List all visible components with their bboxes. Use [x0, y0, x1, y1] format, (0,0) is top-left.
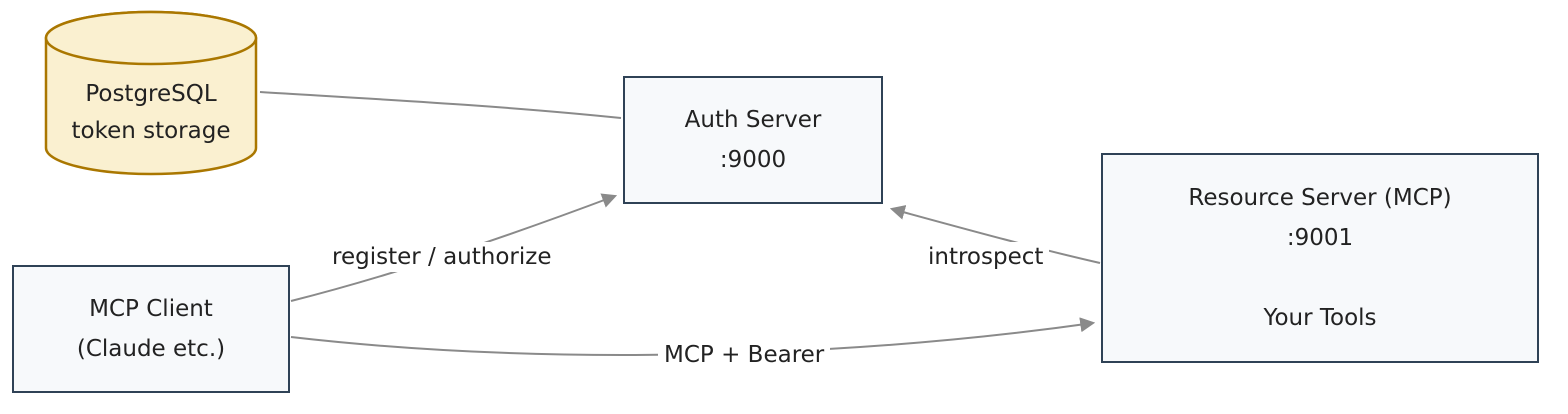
edge-db-to-auth: [259, 91, 622, 119]
node-resource-server-title: Resource Server (MCP): [1188, 185, 1452, 211]
edge-label-introspect: introspect: [922, 242, 1050, 272]
node-resource-server-subtitle: Your Tools: [1263, 305, 1377, 331]
edge-resource-to-auth: [889, 205, 1101, 264]
database-cylinder-icon: [44, 10, 258, 176]
node-mcp-client-title: MCP Client: [89, 296, 213, 322]
node-postgres-line2: token storage: [71, 118, 231, 144]
edge-label-register-authorize: register / authorize: [326, 242, 558, 272]
node-mcp-client-subtitle: (Claude etc.): [76, 336, 226, 362]
node-resource-server: Resource Server (MCP) :9001 Your Tools: [1101, 153, 1539, 363]
node-postgres-token-storage: PostgreSQL token storage: [40, 8, 262, 180]
node-postgres-label: PostgreSQL token storage: [40, 76, 262, 150]
node-resource-server-port: :9001: [1286, 225, 1354, 251]
node-postgres-line1: PostgreSQL: [85, 81, 217, 107]
edge-label-mcp-bearer: MCP + Bearer: [658, 340, 831, 370]
node-auth-server-title: Auth Server: [684, 107, 822, 133]
node-mcp-client: MCP Client (Claude etc.): [12, 265, 290, 393]
node-auth-server: Auth Server :9000: [623, 76, 883, 204]
node-auth-server-port: :9000: [719, 147, 787, 173]
